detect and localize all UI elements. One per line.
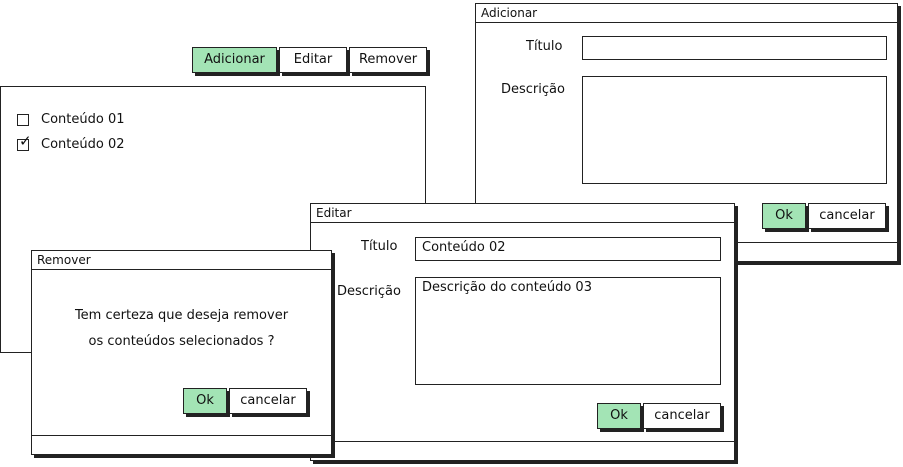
ok-button[interactable]: Ok	[762, 203, 806, 229]
remove-dialog: Remover Tem certeza que deseja remover o…	[31, 250, 332, 455]
list-item-label: Conteúdo 01	[41, 112, 125, 127]
add-button[interactable]: Adicionar	[192, 47, 277, 73]
remove-button[interactable]: Remover	[349, 47, 427, 73]
dialog-status-bar	[32, 435, 331, 454]
main-toolbar: Adicionar Editar Remover	[0, 0, 427, 73]
dialog-status-bar	[311, 441, 734, 460]
cancel-button[interactable]: cancelar	[229, 388, 307, 414]
edit-button[interactable]: Editar	[279, 47, 347, 73]
title-input[interactable]	[582, 36, 887, 60]
cancel-button[interactable]: cancelar	[643, 403, 721, 429]
title-field-label: Título	[361, 239, 398, 254]
ok-button[interactable]: Ok	[183, 388, 227, 414]
edit-dialog: Editar Título Conteúdo 02 Descrição Desc…	[310, 203, 735, 461]
title-input[interactable]: Conteúdo 02	[415, 237, 721, 261]
check-icon: ✓	[19, 132, 32, 150]
confirm-message-line1: Tem certeza que deseja remover	[74, 308, 289, 323]
description-field-label: Descrição	[501, 82, 565, 97]
description-field-label: Descrição	[337, 284, 401, 299]
confirm-message-line2: os conteúdos selecionados ?	[88, 334, 275, 349]
ok-button[interactable]: Ok	[597, 403, 641, 429]
dialog-title: Remover	[32, 251, 331, 270]
checkbox-unchecked[interactable]	[17, 114, 29, 126]
description-textarea[interactable]: Descrição do conteúdo 03	[415, 277, 721, 385]
title-field-label: Título	[526, 39, 563, 54]
description-textarea[interactable]	[582, 76, 887, 184]
list-item-label: Conteúdo 02	[41, 137, 125, 152]
cancel-button[interactable]: cancelar	[808, 203, 886, 229]
list-item[interactable]: ✓ Conteúdo 02	[17, 134, 217, 155]
dialog-title: Editar	[311, 204, 734, 223]
list-item[interactable]: Conteúdo 01	[17, 112, 217, 130]
dialog-title: Adicionar	[476, 4, 897, 23]
checkbox-checked[interactable]: ✓	[17, 134, 32, 151]
